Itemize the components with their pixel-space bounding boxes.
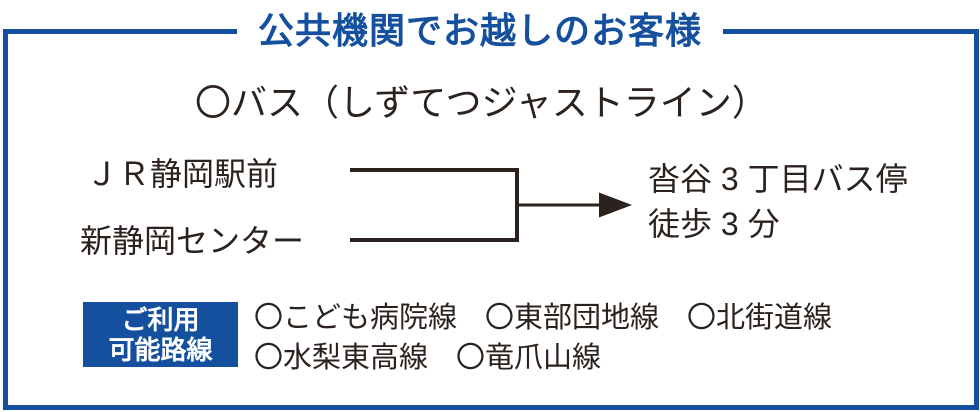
destination-walk-time: 徒歩 3 分 [648,206,780,242]
badge-line-2: 可能路線 [108,334,213,365]
available-routes-badge: ご利用 可能路線 [83,302,238,367]
page-title: 公共機関でお越しのお客様 [237,5,723,51]
badge-line-1: ご利用 [121,304,200,335]
route-item-kita-kaido: 〇北街道線 [687,302,833,334]
origin-shin-shizuoka-label: 新静岡センター [80,223,305,259]
route-item-kodomo-byoin: 〇こども病院線 [254,302,458,334]
routes-row-2: 〇水梨東高線 〇竜爪山線 [254,335,601,375]
routes-row-1: 〇こども病院線 〇東部団地線 〇北街道線 [254,295,832,335]
route-item-tobu-danchi: 〇東部団地線 [485,302,660,334]
bus-heading: 〇バス（しずてつジャストライン） [195,82,768,123]
destination-bus-stop: 沓谷 3 丁目バス停 [648,161,908,197]
origin-jr-shizuoka-label: ＪＲ静岡駅前 [86,156,279,192]
route-item-mizunashi-higashi-ko: 〇水梨東高線 [254,342,429,374]
destination-label: 沓谷 3 丁目バス停 徒歩 3 分 [648,157,908,247]
route-item-ryuso-zan: 〇竜爪山線 [456,342,602,374]
